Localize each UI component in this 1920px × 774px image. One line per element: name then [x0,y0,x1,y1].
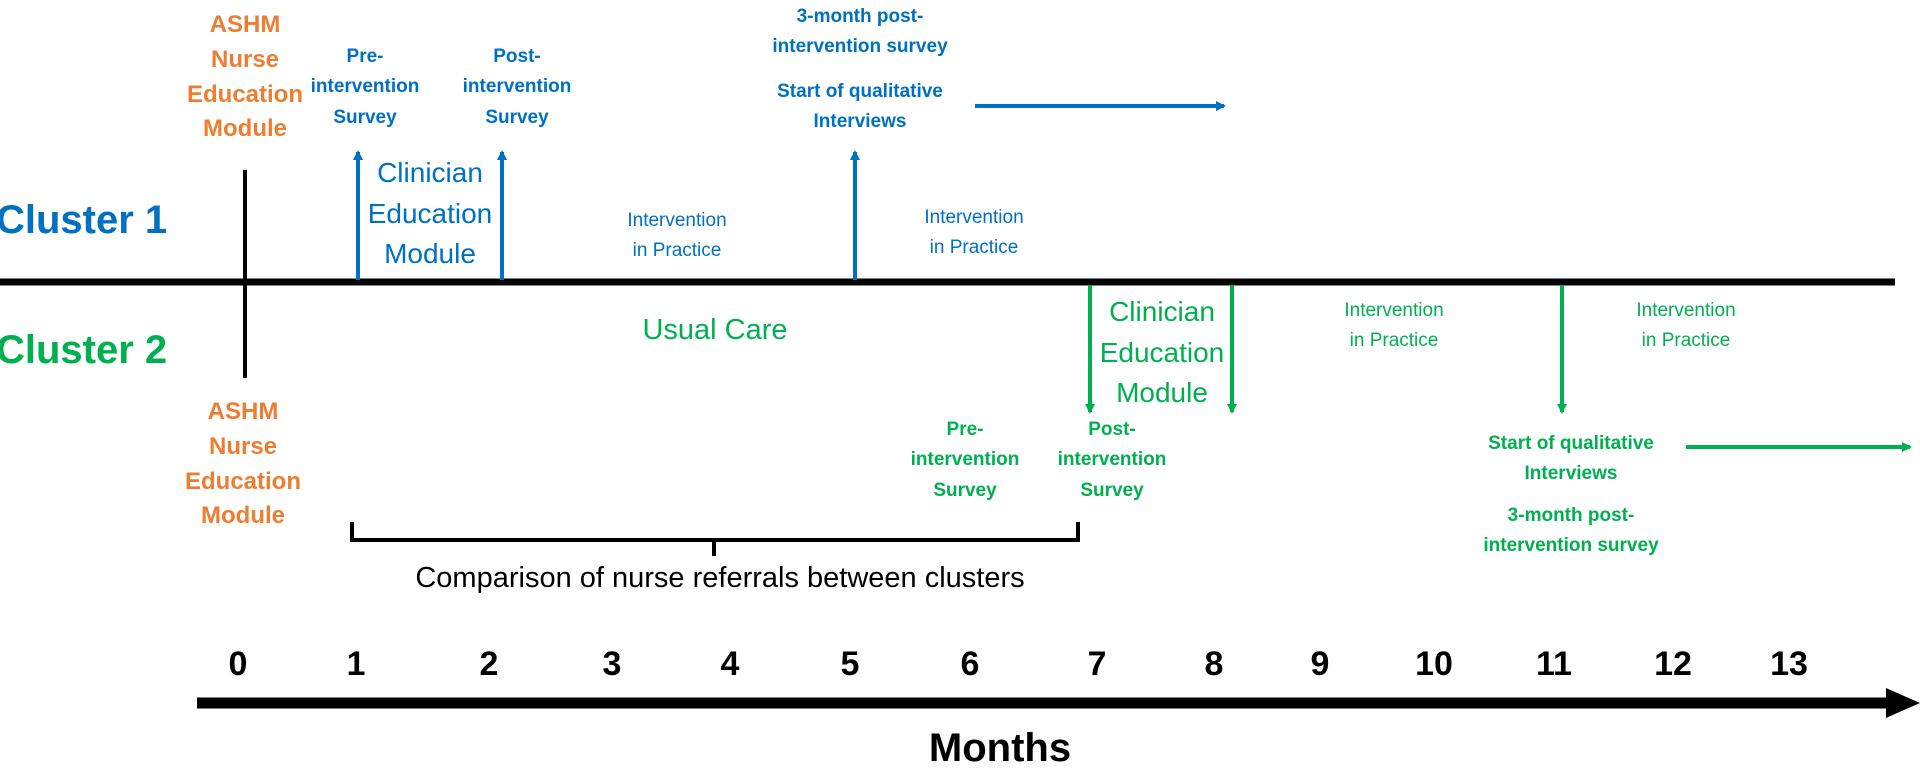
cluster-2-label: Cluster 2 [0,328,168,372]
c1-practice-label-b: Intervention in Practice [924,207,1024,259]
c2-ashm-module-label: ASHM Nurse Education Module [184,398,301,530]
c2-three-month-survey-label: 3-month post- intervention survey [1483,505,1659,557]
month-tick-2: 2 [479,645,499,683]
c2-practice-label-b: Intervention in Practice [1636,300,1736,352]
c1-pre-survey-label: Pre- intervention Survey [310,46,420,128]
c1-ashm-module-label: ASHM Nurse Education Module [186,11,303,143]
month-tick-10: 10 [1415,645,1453,683]
c2-pre-survey-label: Pre- intervention Survey [910,419,1020,501]
c2-post-survey-label: Post- intervention Survey [1057,419,1167,501]
month-tick-13: 13 [1770,645,1808,683]
months-axis-arrowhead [1886,688,1920,718]
month-tick-8: 8 [1204,645,1224,683]
month-tick-11: 11 [1536,645,1572,683]
month-tick-5: 5 [840,645,860,683]
months-axis-label: Months [928,726,1072,770]
month-tick-6: 6 [960,645,980,683]
month-tick-12: 12 [1654,645,1692,683]
month-tick-4: 4 [720,645,740,683]
month-tick-3: 3 [602,645,622,683]
c2-clinician-module-label: Clinician Education Module [1099,296,1225,409]
c1-qualitative-interviews-label: Start of qualitative Interviews [777,81,943,133]
month-tick-7: 7 [1087,645,1107,683]
c1-post-survey-label: Post- intervention Survey [462,46,572,128]
month-tick-0: 0 [228,645,248,683]
c2-usual-care-label: Usual Care [642,314,788,346]
month-tick-9: 9 [1310,645,1330,683]
c1-three-month-survey-label: 3-month post- intervention survey [772,6,948,58]
cluster-1-label: Cluster 1 [0,198,168,242]
month-tick-1: 1 [346,645,366,683]
c2-practice-label-a: Intervention in Practice [1344,300,1444,352]
c1-practice-label-a: Intervention in Practice [627,210,727,262]
comparison-bracket [350,522,1080,556]
c1-clinician-module-label: Clinician Education Module [367,157,493,270]
comparison-label: Comparison of nurse referrals between cl… [415,562,1025,594]
c2-qualitative-interviews-label: Start of qualitative Interviews [1488,433,1654,485]
